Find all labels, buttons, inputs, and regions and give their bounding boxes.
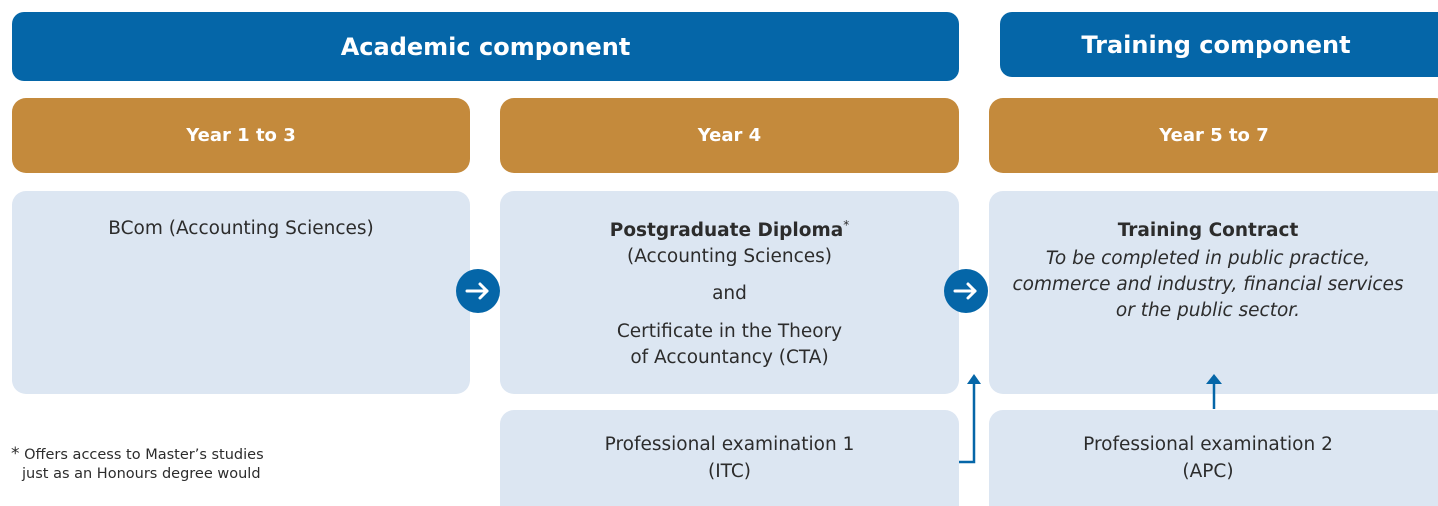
arrow-right-icon (456, 269, 500, 313)
arrow-up-icon (967, 374, 981, 384)
professional-exam-2-title: Professional examination 2 (1083, 434, 1333, 455)
arrow-right-glyph (953, 282, 977, 300)
professional-exam-2-box: Professional examination 2 (APC) (989, 410, 1438, 506)
footnote-line-1: Offers access to Master’s studies (24, 447, 264, 463)
training-component-label: Training component (1081, 30, 1351, 59)
postgraduate-diploma-subtitle: (Accounting Sciences) (627, 246, 832, 267)
academic-component-label: Academic component (340, 32, 631, 61)
year-4-label: Year 4 (697, 125, 762, 146)
training-contract-line-1: To be completed in public practice, (1045, 248, 1371, 269)
exam-1-connector-arrow (959, 374, 981, 464)
professional-exam-1-box: Professional examination 1 (ITC) (500, 410, 959, 506)
arrow-right-glyph (465, 282, 489, 300)
bcom-label: BCom (Accounting Sciences) (108, 218, 374, 239)
year-5-to-7-label: Year 5 to 7 (1159, 125, 1269, 146)
bcom-box: BCom (Accounting Sciences) (12, 191, 470, 394)
academic-component-header: Academic component (12, 12, 959, 81)
training-contract-title: Training Contract (1117, 220, 1299, 241)
training-contract-line-3: or the public sector. (1115, 300, 1301, 321)
exam-2-connector-arrow (1206, 374, 1222, 409)
cta-line-2: of Accountancy (CTA) (630, 347, 829, 368)
professional-exam-2-code: (APC) (1182, 461, 1234, 482)
postgraduate-diploma-box: Postgraduate Diploma* (Accounting Scienc… (500, 191, 959, 394)
cta-line-1: Certificate in the Theory (616, 321, 843, 342)
year-1-to-3-label: Year 1 to 3 (186, 125, 296, 146)
postgraduate-diploma-title: Postgraduate Diploma (609, 220, 844, 241)
professional-exam-1-code: (ITC) (707, 461, 752, 482)
year-4-bar: Year 4 (500, 98, 959, 173)
postgraduate-diploma-footnote-mark: * (843, 217, 850, 232)
footnote-star: * (11, 444, 20, 464)
footnote-line-2: just as an Honours degree would (22, 466, 261, 482)
arrow-right-icon (944, 269, 988, 313)
footnote: * Offers access to Master’s studies just… (11, 445, 341, 484)
training-contract-line-2: commerce and industry, financial service… (1012, 274, 1404, 295)
arrow-up-icon (1206, 374, 1222, 384)
professional-exam-1-title: Professional examination 1 (604, 434, 855, 455)
training-contract-box: Training Contract To be completed in pub… (989, 191, 1438, 394)
year-5-to-7-bar: Year 5 to 7 (989, 98, 1438, 173)
year-1-to-3-bar: Year 1 to 3 (12, 98, 470, 173)
and-connector: and (712, 283, 747, 304)
training-component-header: Training component (1000, 12, 1438, 77)
